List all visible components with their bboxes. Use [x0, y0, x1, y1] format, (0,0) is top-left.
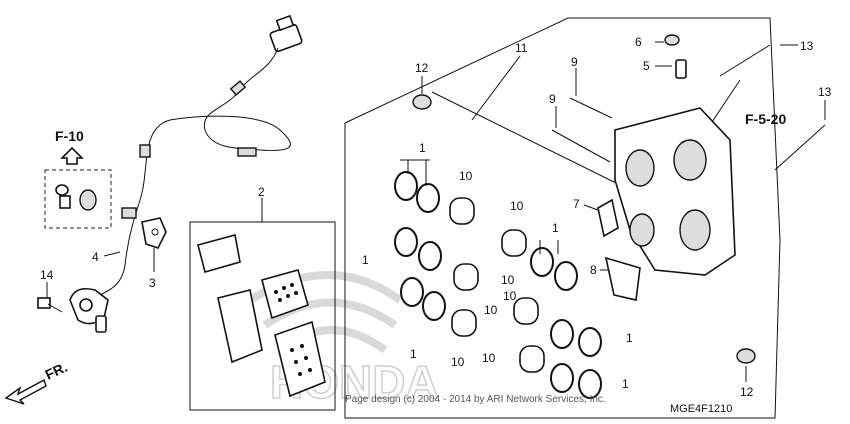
callout-9b: 9: [549, 92, 556, 106]
callout-1c: 1: [410, 347, 417, 361]
callout-10e: 10: [451, 355, 465, 369]
leader-lines: [46, 41, 826, 382]
copyright-watermark: Page design (c) 2004 - 2014 by ARI Netwo…: [345, 394, 606, 405]
sensor-harness: [37, 14, 303, 333]
callout-10c: 10: [501, 273, 515, 287]
brake-pad-set: [189, 221, 336, 411]
callout-4: 4: [92, 250, 99, 264]
callout-10f: 10: [482, 351, 496, 365]
callout-9a: 9: [571, 55, 578, 69]
callout-11: 11: [515, 41, 528, 55]
callout-1d: 1: [552, 221, 559, 235]
callout-13a: 13: [800, 39, 814, 53]
callout-5: 5: [643, 59, 650, 73]
callout-10b: 10: [510, 199, 524, 213]
f10-detail: [44, 146, 112, 229]
diagram-code: MGE4F1210: [670, 403, 732, 415]
callout-1e: 1: [626, 331, 633, 345]
callout-1f: 1: [622, 377, 629, 391]
callout-12a: 12: [415, 61, 429, 75]
ref-f10: F-10: [55, 128, 84, 144]
callout-8: 8: [590, 263, 597, 277]
callout-labels: 1 1 1 1 1 1 2 3 4 5 6 7 8 9 9 10 10 10 1…: [40, 35, 832, 399]
callout-10d: 10: [484, 303, 498, 317]
callout-13b: 13: [818, 85, 832, 99]
pistons: [449, 197, 545, 373]
callout-7: 7: [573, 197, 580, 211]
front-arrow: FR.: [4, 359, 70, 405]
piston-seals: [394, 171, 602, 399]
caliper-assembly: [344, 17, 826, 419]
callout-10a: 10: [459, 169, 473, 183]
callout-6: 6: [635, 35, 642, 49]
callout-3: 3: [149, 276, 156, 290]
callout-12b: 12: [740, 385, 754, 399]
callout-1b: 1: [362, 253, 369, 267]
callout-2: 2: [258, 185, 265, 199]
callout-10g: 10: [503, 289, 517, 303]
callout-14: 14: [40, 268, 54, 282]
fr-label: FR.: [43, 359, 70, 383]
callout-1a: 1: [419, 141, 426, 155]
ref-f520: F-5-20: [745, 111, 786, 127]
